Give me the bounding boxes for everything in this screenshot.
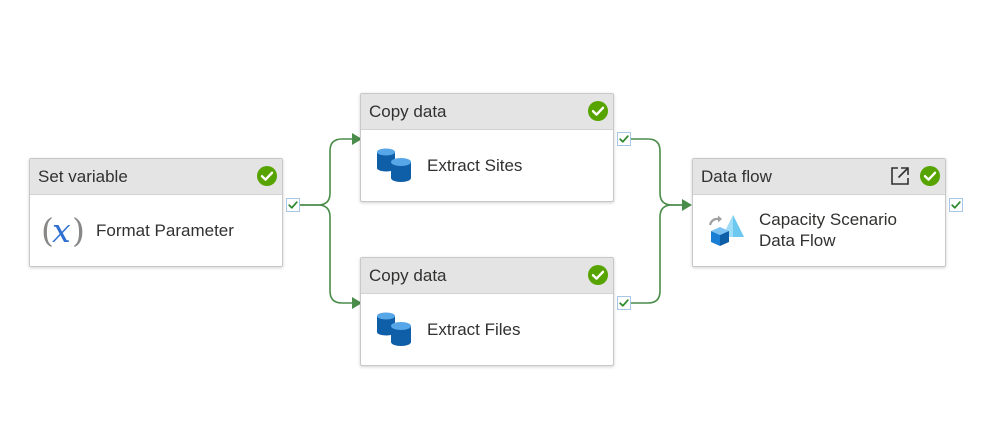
activity-header: Copy data — [361, 94, 613, 130]
activity-body: Capacity Scenario Data Flow — [693, 195, 945, 265]
activity-header: Copy data — [361, 258, 613, 294]
data-flow-icon — [708, 215, 744, 246]
activity-name-line1: Capacity Scenario — [759, 210, 897, 229]
activity-copy-extract-sites[interactable]: Copy data Extract Sites — [360, 93, 614, 202]
activity-name-line2: Data Flow — [759, 231, 836, 250]
activity-name: Extract Sites — [427, 155, 523, 175]
variable-x-icon: ( x ) — [41, 211, 84, 250]
success-output-port[interactable] — [617, 132, 631, 146]
success-output-port[interactable] — [286, 198, 300, 212]
activity-set-variable[interactable]: Set variable ( x ) Format Parameter — [29, 158, 283, 267]
activity-type-label: Data flow — [701, 167, 772, 186]
success-check-icon — [588, 265, 608, 285]
database-icon — [377, 148, 411, 182]
connector-sites-to-dataflow — [631, 138, 682, 206]
success-check-icon — [920, 166, 940, 186]
activity-name: Extract Files — [427, 319, 521, 339]
connector-setvar-to-files — [300, 204, 352, 304]
connector-setvar-to-sites — [300, 138, 352, 206]
activity-name: Capacity Scenario Data Flow — [759, 195, 929, 265]
svg-text:x: x — [52, 211, 71, 250]
activity-data-flow[interactable]: Data flow Capacity Scenar — [692, 158, 946, 267]
activity-copy-extract-files[interactable]: Copy data Extract Files — [360, 257, 614, 366]
success-check-icon — [257, 166, 277, 186]
activity-type-label: Copy data — [369, 266, 447, 285]
activity-type-label: Set variable — [38, 167, 128, 186]
port-check-icon — [951, 201, 961, 209]
port-check-icon — [619, 135, 629, 143]
activity-body: Extract Files — [361, 294, 613, 364]
success-check-icon — [588, 101, 608, 121]
activity-body: Extract Sites — [361, 130, 613, 200]
svg-text:): ) — [72, 211, 84, 250]
activity-header: Data flow — [693, 159, 945, 195]
port-check-icon — [288, 201, 298, 209]
activity-body: ( x ) Format Parameter — [30, 195, 282, 265]
success-output-port[interactable] — [617, 296, 631, 310]
success-output-port[interactable] — [949, 198, 963, 212]
activity-name: Format Parameter — [96, 220, 234, 240]
arrowhead-dataflow — [682, 199, 692, 211]
port-check-icon — [619, 299, 629, 307]
database-icon — [377, 312, 411, 346]
connector-files-to-dataflow — [631, 204, 682, 304]
svg-text:(: ( — [41, 211, 54, 250]
activity-header: Set variable — [30, 159, 282, 195]
activity-type-label: Copy data — [369, 102, 447, 121]
open-external-icon[interactable] — [889, 165, 911, 187]
